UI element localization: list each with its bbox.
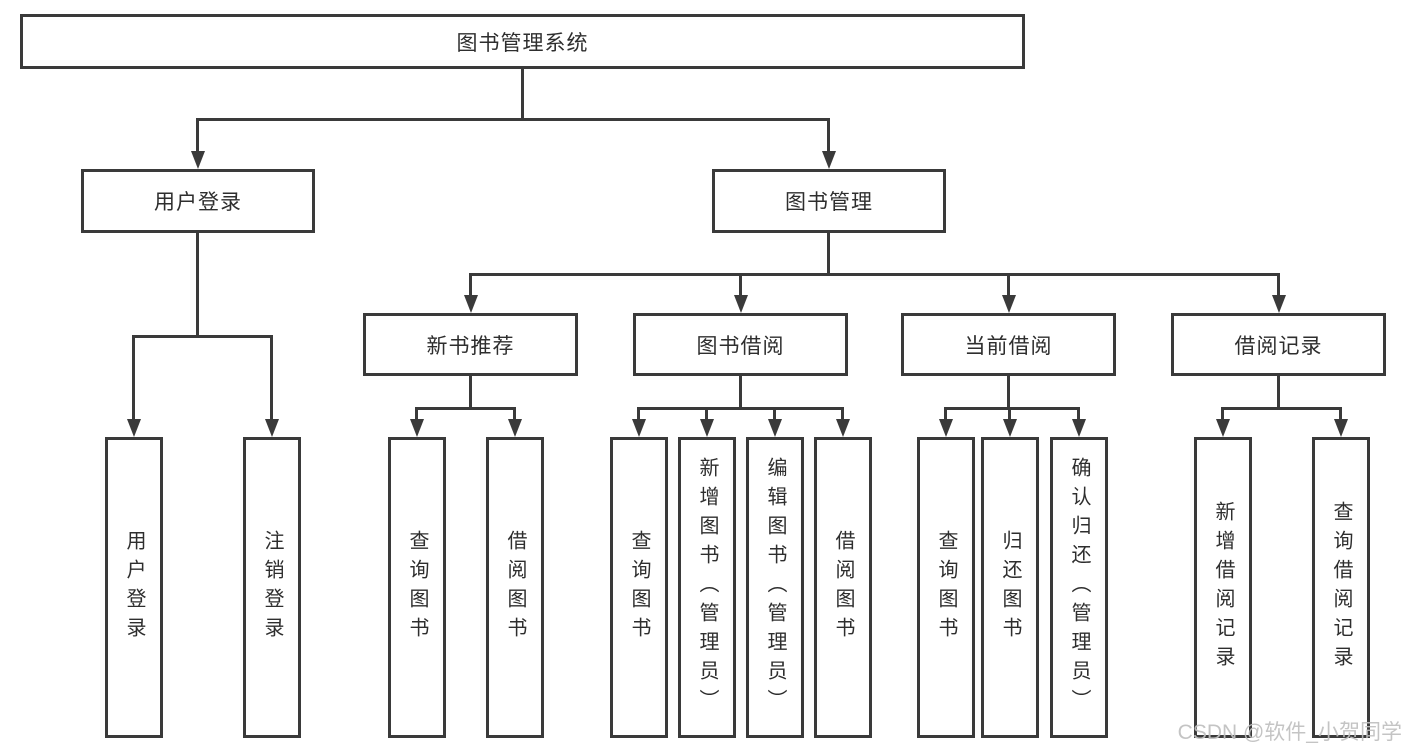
leaf-add-borrow-record-label: 新增借阅记录 — [1212, 500, 1234, 675]
leaf-query-books-current: 查询图书 — [917, 437, 975, 738]
arrow-to-book-mgmt — [827, 118, 830, 151]
leaf-add-books-admin: 新增图书（管理员） — [678, 437, 736, 738]
arrow-to-leaf-confirm-return — [1077, 407, 1080, 419]
connector-book-borrow-branch — [637, 407, 844, 410]
connector-book-borrow-stem — [739, 376, 742, 410]
leaf-query-books-borrow-label: 查询图书 — [628, 529, 650, 646]
leaf-query-borrow-record: 查询借阅记录 — [1312, 437, 1370, 738]
node-book-mgmt: 图书管理 — [712, 169, 946, 233]
leaf-query-books-borrow: 查询图书 — [610, 437, 668, 738]
arrow-to-leaf-borrow-books-1 — [513, 407, 516, 419]
connector-user-login-stem — [196, 233, 199, 338]
leaf-return-books-label: 归还图书 — [999, 529, 1021, 646]
leaf-return-books: 归还图书 — [981, 437, 1039, 738]
leaf-borrow-books: 借阅图书 — [814, 437, 872, 738]
connector-current-borrow-stem — [1007, 376, 1010, 410]
connector-root-stem — [521, 69, 524, 121]
arrow-to-leaf-borrow-books-2 — [841, 407, 844, 419]
connector-user-login-branch — [132, 335, 273, 338]
node-root-label: 图书管理系统 — [456, 31, 589, 55]
node-new-books: 新书推荐 — [363, 313, 578, 376]
node-new-books-label: 新书推荐 — [426, 334, 515, 358]
connector-borrow-records-branch — [1221, 407, 1342, 410]
arrow-to-new-books — [469, 273, 472, 295]
node-user-login-label: 用户登录 — [154, 191, 242, 214]
csdn-watermark: CSDN @软件_小贺同学 — [1177, 721, 1402, 744]
leaf-logout-login: 注销登录 — [243, 437, 301, 738]
leaf-confirm-return-admin: 确认归还（管理员） — [1050, 437, 1108, 738]
node-book-borrow-label: 图书借阅 — [696, 334, 785, 358]
arrow-to-leaf-edit-books — [773, 407, 776, 419]
leaf-logout-login-label: 注销登录 — [261, 529, 283, 646]
node-root: 图书管理系统 — [20, 14, 1025, 69]
node-user-login: 用户登录 — [81, 169, 315, 233]
leaf-query-borrow-record-label: 查询借阅记录 — [1330, 500, 1352, 675]
arrow-to-leaf-user-login — [132, 335, 135, 419]
leaf-query-books-recommend: 查询图书 — [388, 437, 446, 738]
node-current-borrow-label: 当前借阅 — [964, 334, 1053, 358]
connector-level1-branch — [196, 118, 830, 121]
node-current-borrow: 当前借阅 — [901, 313, 1116, 376]
arrow-to-leaf-logout — [270, 335, 273, 419]
arrow-to-book-borrow — [739, 273, 742, 295]
connector-current-borrow-branch — [944, 407, 1080, 410]
connector-new-books-stem — [469, 376, 472, 410]
connector-new-books-branch — [415, 407, 516, 410]
arrow-to-borrow-records — [1277, 273, 1280, 295]
arrow-to-leaf-return-books — [1008, 407, 1011, 419]
connector-book-mgmt-branch — [469, 273, 1280, 276]
arrow-to-user-login — [196, 118, 199, 151]
leaf-query-books-recommend-label: 查询图书 — [406, 529, 428, 646]
leaf-add-borrow-record: 新增借阅记录 — [1194, 437, 1252, 738]
leaf-confirm-return-admin-label: 确认归还（管理员） — [1068, 457, 1090, 718]
connector-borrow-records-stem — [1277, 376, 1280, 410]
arrow-to-leaf-query-record — [1339, 407, 1342, 419]
node-book-mgmt-label: 图书管理 — [785, 191, 873, 214]
node-book-borrow: 图书借阅 — [633, 313, 848, 376]
leaf-edit-books-admin-label: 编辑图书（管理员） — [764, 457, 786, 718]
arrow-to-leaf-add-books — [705, 407, 708, 419]
node-borrow-records: 借阅记录 — [1171, 313, 1386, 376]
arrow-to-leaf-query-books-3 — [944, 407, 947, 419]
leaf-borrow-books-label: 借阅图书 — [832, 529, 854, 646]
leaf-edit-books-admin: 编辑图书（管理员） — [746, 437, 804, 738]
arrow-to-leaf-query-books-1 — [415, 407, 418, 419]
arrow-to-current-borrow — [1007, 273, 1010, 295]
leaf-add-books-admin-label: 新增图书（管理员） — [696, 457, 718, 718]
leaf-user-login-label: 用户登录 — [123, 529, 145, 646]
connector-book-mgmt-stem — [827, 233, 830, 276]
leaf-user-login: 用户登录 — [105, 437, 163, 738]
leaf-borrow-books-recommend: 借阅图书 — [486, 437, 544, 738]
arrow-to-leaf-add-record — [1221, 407, 1224, 419]
arrow-to-leaf-query-books-2 — [637, 407, 640, 419]
leaf-query-books-current-label: 查询图书 — [935, 529, 957, 646]
leaf-borrow-books-recommend-label: 借阅图书 — [504, 529, 526, 646]
node-borrow-records-label: 借阅记录 — [1234, 334, 1323, 358]
